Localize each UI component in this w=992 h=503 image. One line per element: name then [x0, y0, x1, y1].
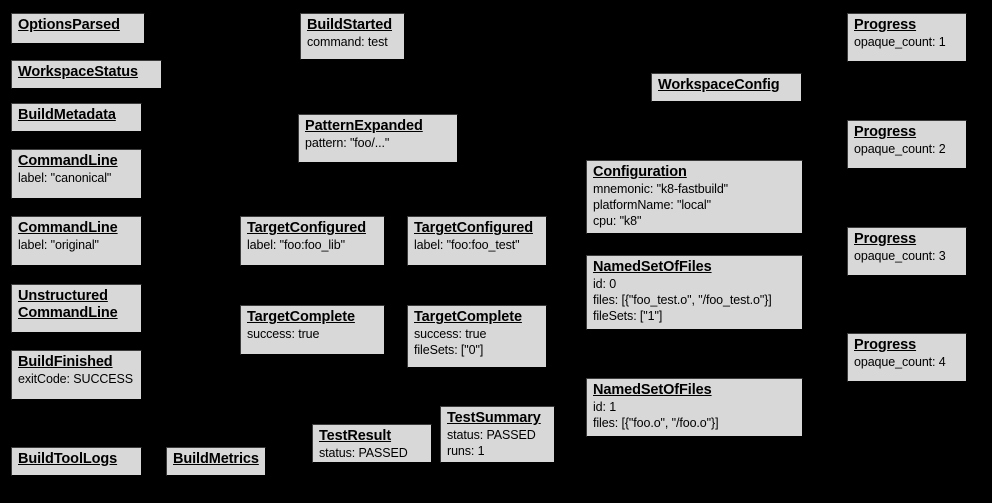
node-build-tool-logs[interactable]: BuildToolLogs	[11, 447, 142, 476]
node-title: Progress	[854, 124, 917, 140]
node-fields: pattern: "foo/..."	[305, 136, 390, 150]
node-build-metadata[interactable]: BuildMetadata	[11, 103, 142, 132]
node-progress-2[interactable]: Progress opaque_count: 2	[847, 120, 967, 169]
node-title: PatternExpanded	[305, 118, 423, 134]
node-command-line-canonical[interactable]: CommandLine label: "canonical"	[11, 149, 142, 199]
node-title: OptionsParsed	[18, 17, 120, 33]
node-fields: label: "canonical"	[18, 171, 112, 185]
node-title: CommandLine	[18, 153, 118, 169]
node-target-complete-foo-test[interactable]: TargetComplete success: true fileSets: ["…	[407, 305, 547, 368]
node-pattern-expanded[interactable]: PatternExpanded pattern: "foo/..."	[298, 114, 458, 163]
node-progress-1[interactable]: Progress opaque_count: 1	[847, 13, 967, 62]
node-title: WorkspaceStatus	[18, 64, 138, 80]
node-fields: id: 0 files: [{"foo_test.o", "/foo_test.…	[593, 277, 772, 323]
node-progress-4[interactable]: Progress opaque_count: 4	[847, 333, 967, 382]
node-title: Configuration	[593, 164, 687, 180]
node-fields: mnemonic: "k8-fastbuild" platformName: "…	[593, 182, 729, 228]
node-command-line-original[interactable]: CommandLine label: "original"	[11, 216, 142, 266]
node-title: TargetConfigured	[247, 220, 366, 236]
node-fields: label: "original"	[18, 238, 99, 252]
node-fields: exitCode: SUCCESS	[18, 372, 134, 386]
node-fields: status: PASSED runs: 1	[447, 428, 536, 458]
node-title: TestSummary	[447, 410, 541, 426]
node-test-result[interactable]: TestResult status: PASSED	[312, 424, 432, 463]
node-fields: status: PASSED	[319, 446, 408, 460]
node-configuration[interactable]: Configuration mnemonic: "k8-fastbuild" pl…	[586, 160, 803, 234]
node-fields: label: "foo:foo_lib"	[247, 238, 345, 252]
node-title: NamedSetOfFiles	[593, 259, 712, 275]
node-test-summary[interactable]: TestSummary status: PASSED runs: 1	[440, 406, 555, 463]
node-named-set-of-files-0[interactable]: NamedSetOfFiles id: 0 files: [{"foo_test.…	[586, 255, 803, 330]
node-title: NamedSetOfFiles	[593, 382, 712, 398]
node-options-parsed[interactable]: OptionsParsed	[11, 13, 145, 44]
node-fields: success: true	[247, 327, 320, 341]
node-title: CommandLine	[18, 220, 118, 236]
node-fields: opaque_count: 2	[854, 142, 946, 156]
node-title: Progress	[854, 231, 917, 247]
node-named-set-of-files-1[interactable]: NamedSetOfFiles id: 1 files: [{"foo.o", "…	[586, 378, 803, 437]
node-target-configured-foo-lib[interactable]: TargetConfigured label: "foo:foo_lib"	[240, 216, 385, 266]
node-fields: id: 1 files: [{"foo.o", "/foo.o"}]	[593, 400, 719, 430]
node-fields: label: "foo:foo_test"	[414, 238, 520, 252]
node-target-configured-foo-test[interactable]: TargetConfigured label: "foo:foo_test"	[407, 216, 547, 266]
node-title: BuildToolLogs	[18, 451, 118, 467]
node-workspace-status[interactable]: WorkspaceStatus	[11, 60, 162, 89]
node-title: BuildFinished	[18, 354, 113, 370]
node-fields: command: test	[307, 35, 388, 49]
node-fields: success: true fileSets: ["0"]	[414, 327, 487, 357]
node-target-complete-foo-lib[interactable]: TargetComplete success: true	[240, 305, 385, 355]
node-title: WorkspaceConfig	[658, 77, 780, 93]
node-title: BuildMetrics	[173, 451, 259, 467]
node-fields: opaque_count: 1	[854, 35, 946, 49]
node-unstructured-command-line[interactable]: Unstructured CommandLine	[11, 284, 142, 333]
node-title: TestResult	[319, 428, 392, 444]
node-build-metrics[interactable]: BuildMetrics	[166, 447, 266, 476]
node-fields: opaque_count: 3	[854, 249, 946, 263]
node-title: Unstructured CommandLine	[18, 288, 118, 321]
node-title: TargetConfigured	[414, 220, 533, 236]
node-build-finished[interactable]: BuildFinished exitCode: SUCCESS	[11, 350, 142, 400]
node-workspace-config[interactable]: WorkspaceConfig	[651, 73, 802, 102]
node-title: TargetComplete	[247, 309, 355, 325]
node-fields: opaque_count: 4	[854, 355, 946, 369]
node-build-started[interactable]: BuildStarted command: test	[300, 13, 405, 60]
node-title: BuildStarted	[307, 17, 393, 33]
node-title: Progress	[854, 17, 917, 33]
node-progress-3[interactable]: Progress opaque_count: 3	[847, 227, 967, 276]
node-title: Progress	[854, 337, 917, 353]
node-title: TargetComplete	[414, 309, 522, 325]
node-title: BuildMetadata	[18, 107, 116, 123]
